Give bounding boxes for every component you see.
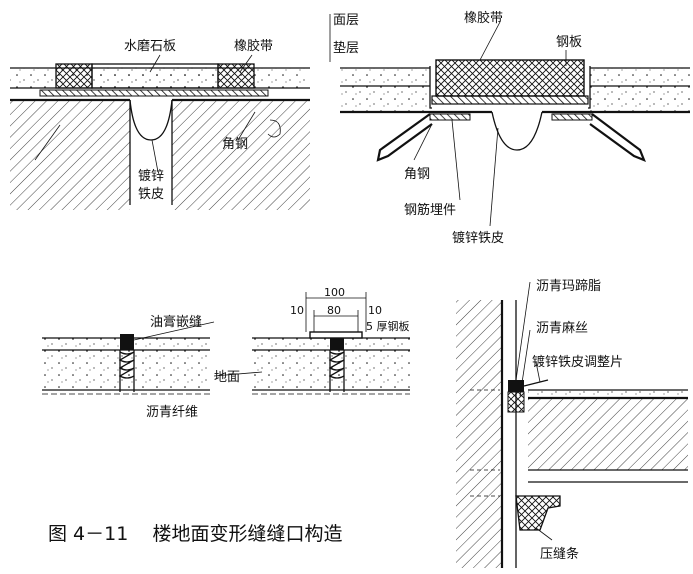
label-surface-layer: 面层 [333,13,359,28]
label-steel-plate: 钢板 [556,35,582,50]
angle-steel-strip [39,89,269,97]
anchor-bar-right [589,113,646,162]
label-rebar-embed: 钢筋埋件 [404,202,456,218]
galvanized-sheet-trough [129,99,173,141]
label-rubber-strip-tr: 橡胶带 [464,10,503,26]
label-galv-1: 镀锌 [138,168,164,184]
dim-left: 10 [290,304,304,317]
label-terrazzo: 水磨石板 [124,39,176,54]
label-asphalt-mastic: 沥青玛蹄脂 [536,278,601,294]
angle-steel-right [588,66,591,109]
dim-total: 100 [324,286,345,299]
label-rubber-strip-tl: 橡胶带 [234,38,273,54]
label-galv-sheet-tr: 镀锌铁皮 [452,230,504,246]
tar-joint-fill-right [330,338,344,350]
anchor-bar-left [376,113,433,162]
press-strip [515,495,561,531]
asphalt-fiber-left [118,351,135,379]
embedded-plate-left [429,113,471,121]
terrazzo-plate-center [91,63,219,89]
rubber-strip-left [55,63,93,89]
surface-layer-right [590,68,690,86]
bottom-right-detail: 沥青玛蹄脂 沥青麻丝 镀锌铁皮调整片 压缝条 [456,278,688,568]
label-asphalt-hemp: 沥青麻丝 [536,321,588,336]
top-right-detail: 面层 垫层 橡胶带 钢板 角钢 钢筋埋件 镀锌铁皮 [329,10,690,246]
floor-screed-br [528,390,688,398]
figure-caption: 图 4－11 楼地面变形缝缝口构造 [48,523,342,545]
surface-layer-left [340,68,430,86]
label-galv-adjust: 镀锌铁皮调整片 [532,354,623,370]
embedded-plate-right [551,113,593,121]
label-ground: 地面 [214,370,240,385]
top-left-detail: 水磨石板 橡胶带 角钢 镀锌 铁皮 [10,38,310,210]
dim-mid: 80 [327,304,341,317]
steel-plate [431,95,589,105]
cushion-layer-left [340,86,430,112]
dim-right: 10 [368,304,382,317]
label-galv-2: 铁皮 [138,187,164,202]
structural-slab-right [172,100,310,210]
rubber-band-large [435,59,585,97]
asphalt-hemp-fill [507,391,525,413]
asphalt-fiber-right [328,351,345,379]
bottom-left-detail: 100 10 80 10 5 厚钢板 油膏嵌缝 地面 沥青纤维 [42,286,410,420]
label-plate-thickness: 5 厚钢板 [366,319,410,333]
label-asphalt-fiber: 沥青纤维 [146,405,198,420]
galv-adjust-sheet [523,379,549,387]
label-angle-steel-tl: 角钢 [222,137,248,152]
wall [456,300,502,568]
rubber-strip-right [217,63,255,89]
floor-slab-br [528,398,688,470]
angle-steel-left [429,66,432,109]
label-press-strip: 压缝条 [540,546,579,562]
structural-slab-left [10,100,130,210]
floor-base-right [252,350,410,390]
label-tar-joint: 油膏嵌缝 [150,314,202,330]
label-cushion-layer: 垫层 [333,40,359,56]
tar-joint-fill-left [120,334,134,350]
label-angle-steel-tr: 角钢 [404,167,430,182]
steel-cover-plate [309,331,363,339]
cushion-layer-right [590,86,690,112]
galvanized-trough-tr [491,111,543,151]
asphalt-mastic-fill [508,380,524,392]
